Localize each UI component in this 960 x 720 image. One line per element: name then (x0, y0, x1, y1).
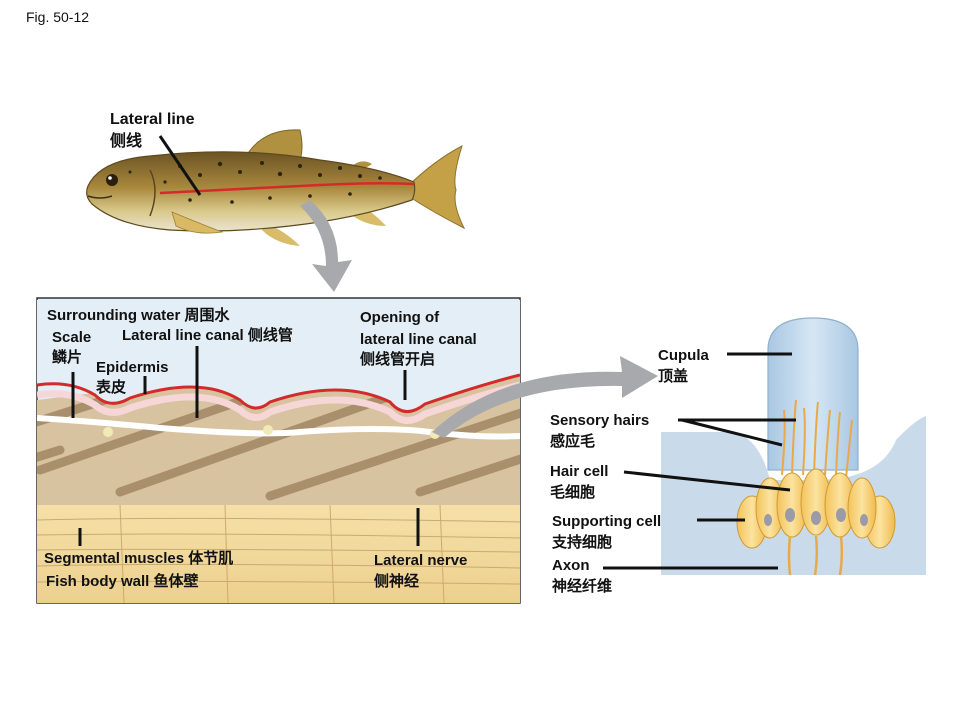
epidermis-label-cn: 表皮 (96, 378, 126, 396)
lateral-line-leader (158, 135, 202, 196)
opening-label-line1: Opening of (360, 309, 440, 326)
lateral-nerve-label-cn: 侧神经 (374, 572, 419, 590)
opening-label-line2: lateral line canal (360, 331, 477, 348)
surrounding-water-label: Surrounding water 周围水 (47, 306, 231, 324)
sensory-hairs-leader-b (681, 418, 783, 447)
hair-cell-label: Hair cell (550, 463, 608, 480)
lateral-line-canal-label: Lateral line canal 侧线管 (122, 326, 293, 344)
epidermis-label: Epidermis (96, 359, 169, 376)
zoom-arrow-neuromast (432, 356, 658, 438)
scale-label-cn: 鳞片 (52, 348, 82, 366)
fish-body-wall-label: Fish body wall 鱼体壁 (46, 572, 199, 590)
cupula-label: Cupula (658, 347, 709, 364)
zoom-arrow-fish (300, 200, 352, 292)
opening-label-cn: 侧线管开启 (360, 350, 435, 368)
segmental-muscles-label: Segmental muscles 体节肌 (44, 549, 233, 567)
sensory-hairs-label: Sensory hairs (550, 412, 649, 429)
lateral-nerve-label: Lateral nerve (374, 552, 467, 569)
lateral-line-label-cn: 侧线 (110, 131, 142, 150)
fish-lateral-line (159, 181, 415, 195)
lateral-line-label: Lateral line (110, 111, 195, 128)
cupula-label-cn: 顶盖 (658, 367, 688, 385)
cross-section-panel (36, 297, 521, 604)
neuromast-illustration (661, 317, 926, 575)
supporting-cell-label-cn: 支持细胞 (551, 533, 612, 551)
sensory-hairs-label-cn: 感应毛 (550, 432, 595, 450)
axon-label: Axon (552, 557, 590, 574)
scale-label: Scale (52, 329, 91, 346)
figure-id: Fig. 50-12 (26, 9, 89, 25)
trout-illustration (86, 129, 466, 246)
supporting-cell-label: Supporting cell (552, 513, 661, 530)
axon-label-cn: 神经纤维 (552, 577, 612, 595)
hair-cell-label-cn: 毛细胞 (550, 483, 595, 501)
hair-cell-leader (623, 470, 791, 492)
